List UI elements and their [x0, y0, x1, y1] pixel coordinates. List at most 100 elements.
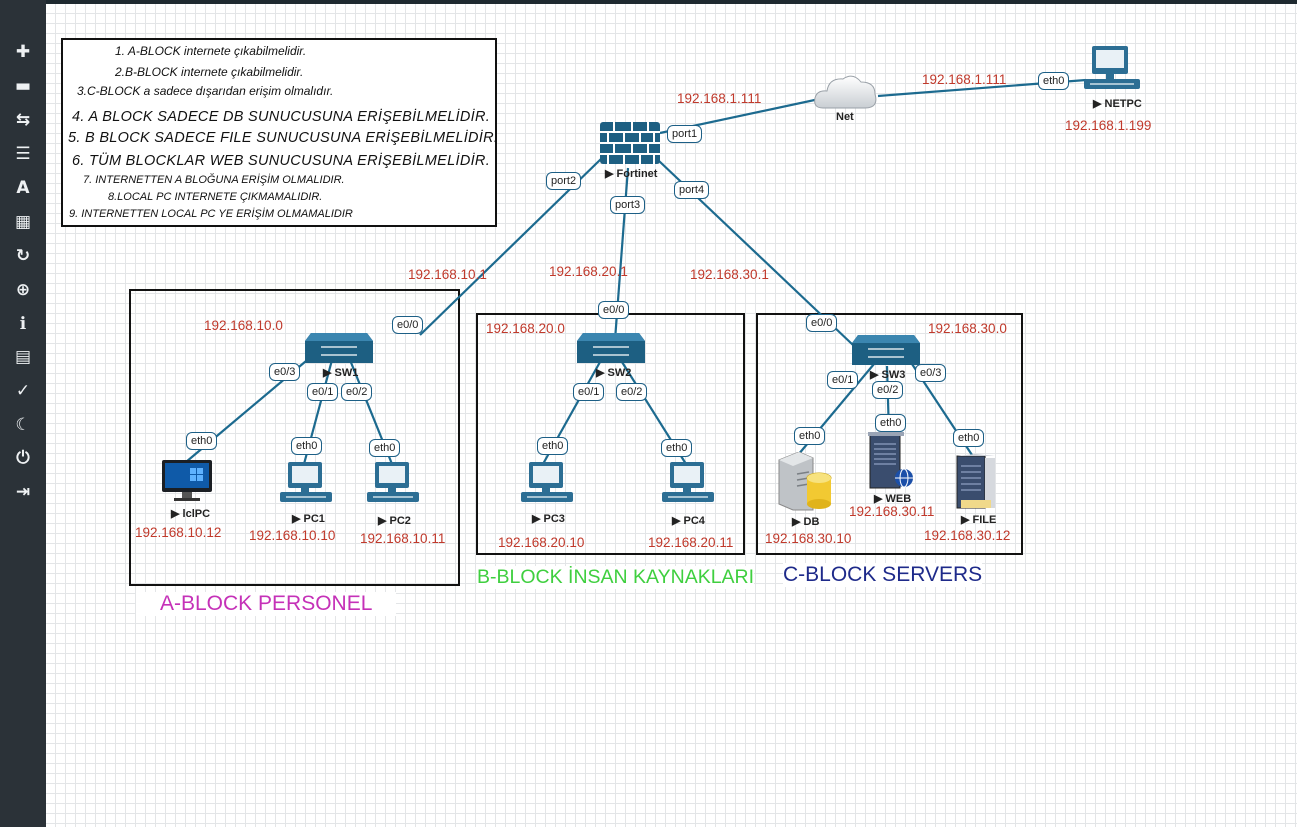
sw2-name: SW2: [607, 367, 632, 379]
a-block-box[interactable]: [129, 289, 460, 586]
port-pc1-eth0[interactable]: eth0: [291, 437, 323, 455]
list-icon[interactable]: ▤: [14, 347, 32, 367]
sw2-switch-icon[interactable]: [577, 333, 645, 363]
port-sw1-e03[interactable]: e0/3: [269, 363, 301, 381]
refresh-icon[interactable]: ↻: [15, 246, 31, 266]
port-sw2-e01[interactable]: e0/1: [573, 383, 605, 401]
requirements-notes[interactable]: 1. A-BLOCK internete çıkabilmelidir. 2.B…: [61, 38, 498, 227]
sw1-label[interactable]: ▶ SW1: [323, 367, 359, 379]
zoom-icon[interactable]: ⊕: [15, 280, 31, 300]
net-label[interactable]: Net: [836, 111, 854, 123]
pc3-label[interactable]: ▶ PC3: [532, 513, 565, 525]
ip-web: 192.168.30.11: [849, 504, 935, 519]
ip-a-net: 192.168.10.0: [204, 318, 283, 333]
pc3-name: PC3: [543, 513, 565, 525]
note-4: 4. A BLOCK SADECE DB SUNUCUSUNA ERİŞEBİL…: [72, 109, 491, 125]
web-label[interactable]: ▶ WEB: [874, 493, 912, 505]
plus-icon[interactable]: ✚: [15, 42, 31, 62]
pc1-computer-icon[interactable]: [280, 462, 332, 504]
port-sw3-e03[interactable]: e0/3: [915, 364, 947, 382]
ip-fortinet-port1: 192.168.1.111: [677, 91, 762, 106]
port-port3[interactable]: port3: [610, 196, 646, 214]
pc1-label[interactable]: ▶ PC1: [292, 513, 325, 525]
pc4-name: PC4: [683, 515, 705, 527]
ip-lclpc: 192.168.10.12: [135, 525, 222, 540]
sw2-label[interactable]: ▶ SW2: [596, 367, 632, 379]
note-3: 3.C-BLOCK a sadece dışarıdan erişim olma…: [77, 84, 334, 98]
port-port2[interactable]: port2: [546, 172, 582, 190]
pc2-computer-icon[interactable]: [367, 462, 419, 504]
web-server-icon[interactable]: [868, 432, 914, 490]
swap-arrows-icon[interactable]: ⇆: [15, 110, 31, 130]
ip-port2-net: 192.168.10.1: [408, 267, 487, 282]
pc1-name: PC1: [303, 513, 325, 525]
port-web-eth0[interactable]: eth0: [875, 414, 907, 432]
sw3-label[interactable]: ▶ SW3: [870, 369, 906, 381]
ip-pc4: 192.168.20.11: [648, 535, 734, 550]
top-bar: [0, 0, 1297, 4]
database-server-icon[interactable]: [777, 452, 833, 512]
sw3-switch-icon[interactable]: [852, 335, 920, 365]
a-block-title: A-BLOCK PERSONEL: [136, 592, 397, 616]
port-pc3-eth0[interactable]: eth0: [537, 437, 569, 455]
db-label[interactable]: ▶ DB: [792, 516, 820, 528]
port-sw2-e00[interactable]: e0/0: [598, 301, 630, 319]
port-sw3-e02[interactable]: e0/2: [872, 381, 904, 399]
logout-icon[interactable]: ⇥: [15, 482, 31, 502]
port-sw1-e00[interactable]: e0/0: [392, 316, 424, 334]
ip-file: 192.168.30.12: [924, 528, 1011, 543]
port-lclpc-eth0[interactable]: eth0: [186, 432, 218, 450]
port-sw3-e00[interactable]: e0/0: [806, 314, 838, 332]
ip-port4-net: 192.168.30.1: [690, 267, 769, 282]
pc4-computer-icon[interactable]: [662, 462, 714, 504]
ip-netpc: 192.168.1.199: [1065, 118, 1152, 133]
db-name: DB: [803, 516, 820, 528]
note-9: 9. INTERNETTEN LOCAL PC YE ERİŞİM OLMAMA…: [69, 208, 353, 220]
sidebar: ✚ ▬ ⇆ ☰ A ▦ ↻ ⊕ ℹ ▤ ✓ ☾ ⏻ ⇥: [0, 0, 46, 827]
grid-icon[interactable]: ▦: [14, 212, 32, 232]
netpc-label[interactable]: ▶ NETPC: [1093, 98, 1142, 110]
ip-port3-net: 192.168.20.1: [549, 264, 628, 279]
note-2: 2.B-BLOCK internete çıkabilmelidir.: [115, 65, 304, 79]
port-sw3-e01[interactable]: e0/1: [827, 371, 859, 389]
port-sw1-e01[interactable]: e0/1: [307, 383, 339, 401]
netpc-computer-icon[interactable]: [1084, 46, 1140, 92]
align-left-icon[interactable]: ☰: [15, 144, 31, 164]
fortinet-name: Fortinet: [616, 168, 658, 180]
port-file-eth0[interactable]: eth0: [953, 429, 985, 447]
sw3-name: SW3: [881, 369, 906, 381]
pc4-label[interactable]: ▶ PC4: [672, 515, 705, 527]
check-circle-icon[interactable]: ✓: [15, 381, 31, 401]
ip-pc2: 192.168.10.11: [360, 531, 446, 546]
lclpc-label[interactable]: ▶ lclPC: [171, 508, 211, 520]
port-pc4-eth0[interactable]: eth0: [661, 439, 693, 457]
fortinet-label[interactable]: ▶ Fortinet: [605, 168, 658, 180]
pc3-computer-icon[interactable]: [521, 462, 573, 504]
text-box-icon[interactable]: A: [16, 178, 30, 198]
port-sw1-e02[interactable]: e0/2: [341, 383, 373, 401]
power-icon[interactable]: ⏻: [16, 448, 30, 468]
firewall-icon[interactable]: [600, 122, 660, 164]
port-port4[interactable]: port4: [674, 181, 710, 199]
port-pc2-eth0[interactable]: eth0: [369, 439, 401, 457]
pc2-label[interactable]: ▶ PC2: [378, 515, 411, 527]
port-netpc-eth0[interactable]: eth0: [1038, 72, 1070, 90]
note-6: 6. TÜM BLOCKLAR WEB SUNUCUSUNA ERİŞEBİLM…: [72, 153, 491, 169]
port-db-eth0[interactable]: eth0: [794, 427, 826, 445]
info-icon[interactable]: ℹ: [19, 314, 27, 334]
sw1-switch-icon[interactable]: [305, 333, 373, 363]
note-1: 1. A-BLOCK internete çıkabilmelidir.: [115, 44, 307, 58]
port-sw2-e02[interactable]: e0/2: [616, 383, 648, 401]
moon-icon[interactable]: ☾: [15, 415, 31, 435]
file-label[interactable]: ▶ FILE: [961, 514, 997, 526]
netpc-name: NETPC: [1104, 98, 1142, 110]
drive-icon[interactable]: ▬: [14, 76, 32, 96]
cloud-icon[interactable]: [813, 72, 879, 112]
ip-pc3: 192.168.20.10: [498, 535, 585, 550]
c-block-box[interactable]: [756, 313, 1023, 555]
lclpc-monitor-icon[interactable]: [162, 460, 212, 502]
b-block-title: B-BLOCK İNSAN KAYNAKLARI: [477, 566, 755, 589]
file-server-icon[interactable]: [955, 454, 997, 510]
pc2-name: PC2: [389, 515, 411, 527]
port-port1[interactable]: port1: [667, 125, 703, 143]
